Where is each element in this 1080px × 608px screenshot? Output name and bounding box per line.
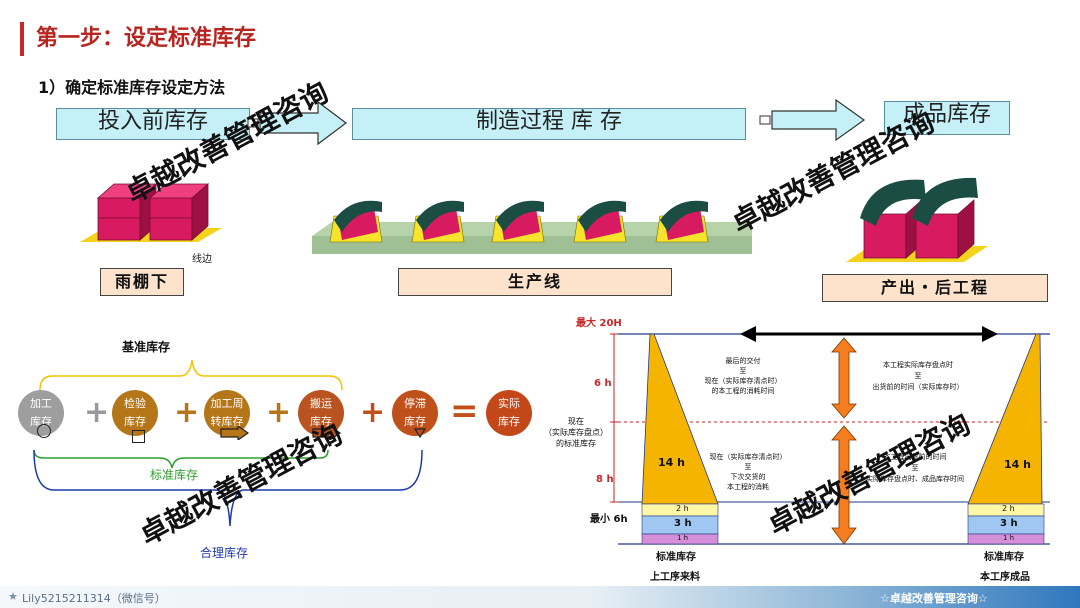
actual-inventory-circle: 实际库存 <box>486 390 532 436</box>
plus-operator-4: + <box>360 395 386 430</box>
chart-6h-label: 6 h <box>594 378 612 389</box>
stagnant-inventory-circle: 停滞库存 <box>392 390 438 436</box>
pre-input-stock-illustration <box>80 183 222 242</box>
left-triangle-value: 14 h <box>658 456 685 469</box>
left-bar-3h: 3 h <box>674 518 692 529</box>
footer-wechat-id: Lily5215211314（微信号） <box>22 592 166 605</box>
transport-arrow-icon <box>312 426 342 440</box>
own-process-product-caption: 本工序成品 <box>980 572 1030 583</box>
flow-arrow-2 <box>759 98 866 142</box>
line-side-label: 线边 <box>192 254 212 265</box>
flow-arrow-1 <box>247 100 347 146</box>
footer-bar: ★ Lily5215211314（微信号） ☆卓越改善管理咨询☆ <box>0 586 1080 608</box>
inventory-time-chart <box>610 326 1050 545</box>
production-line-illustration <box>312 200 752 254</box>
chart-current-standard-note: 现在 （实际库存盘点） 的标准库存 <box>544 417 608 448</box>
footer-brand: ☆卓越改善管理咨询☆ <box>880 592 988 605</box>
standard-inventory-label: 标准库存 <box>150 468 199 482</box>
title-accent-bar <box>20 22 24 56</box>
plus-operator-1: + <box>84 395 110 430</box>
left-bar-2h: 2 h <box>676 504 689 513</box>
flow-box-pre-input-inventory: 投入前库存 <box>56 108 250 140</box>
plus-operator-2: + <box>174 395 200 430</box>
chart-lower-right-note: 本工程出货前的时间 至 实际库存盘点时、成品库存时间 <box>866 453 964 483</box>
rain-shed-label: 雨棚下 <box>100 268 184 296</box>
chart-min-label: 最小 6h <box>590 514 628 525</box>
formula-brackets <box>33 359 423 527</box>
right-bar-2h: 2 h <box>1002 504 1015 513</box>
flow-box-in-process-inventory: 制造过程 库 存 <box>352 108 746 140</box>
left-bar-1h: 1 h <box>677 534 689 542</box>
arrow-marker-icon <box>220 426 250 440</box>
equals-operator: = <box>450 391 479 431</box>
down-triangle-icon <box>414 428 426 438</box>
square-marker-icon <box>132 430 145 443</box>
chart-max-label: 最大 20H <box>576 318 622 329</box>
right-standard-inventory-caption: 标准库存 <box>984 552 1024 563</box>
reasonable-inventory-label: 合理库存 <box>200 546 249 560</box>
production-line-label: 生产线 <box>398 268 672 296</box>
footer-star-icon: ★ <box>8 590 18 603</box>
circle-marker-icon <box>37 424 51 438</box>
output-next-process-label: 产出・后工程 <box>822 274 1048 302</box>
chart-upper-right-note: 本工程实际库存盘点时 至 出货前的时间（实际库存时） <box>872 361 964 391</box>
finished-stock-illustration <box>846 177 988 262</box>
left-standard-inventory-caption: 标准库存 <box>656 552 696 563</box>
upstream-material-caption: 上工序来料 <box>650 572 700 583</box>
chart-lower-left-note: 现在（实际库存清点时） 至 下次交货的 本工程的消耗 <box>709 453 787 491</box>
base-inventory-label: 基准库存 <box>122 340 171 354</box>
plus-operator-3: + <box>266 395 292 430</box>
chart-8h-label: 8 h <box>596 474 614 485</box>
section-subtitle: 1）确定标准库存设定方法 <box>38 78 226 97</box>
flow-box-finished-inventory: 成品库存 <box>884 101 1010 135</box>
right-bar-3h: 3 h <box>1000 518 1018 529</box>
chart-upper-left-note: 最后的交付 至 现在（实际库存清点时） 的本工程的消耗时间 <box>704 357 782 395</box>
right-triangle-value: 14 h <box>1004 458 1031 471</box>
inspection-inventory-circle: 检验库存 <box>112 390 158 436</box>
transport-inventory-circle: 搬运库存 <box>298 390 344 436</box>
right-bar-1h: 1 h <box>1003 534 1015 542</box>
page-title: 第一步：设定标准库存 <box>36 26 257 51</box>
